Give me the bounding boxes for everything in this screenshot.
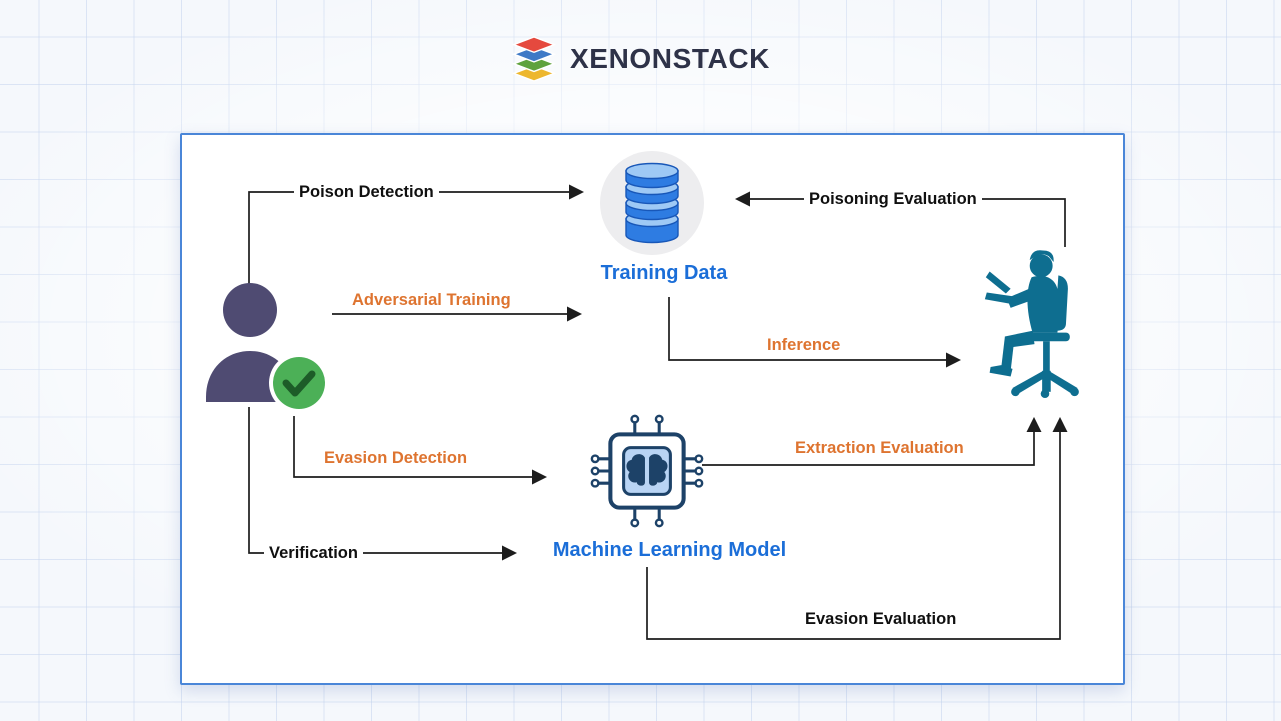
edge-label-verification: Verification [264, 543, 363, 563]
edge-label-inference: Inference [767, 336, 841, 354]
verified-user-icon [198, 281, 329, 416]
edge-evasion-detection [293, 416, 548, 485]
brand-header: XENONSTACK [0, 36, 1281, 82]
training-data-label: Training Data [600, 262, 728, 284]
edge-label-extraction-evaluation: Extraction Evaluation [795, 439, 964, 457]
brand-name: XENONSTACK [570, 43, 770, 74]
ml-chip-icon [588, 412, 706, 530]
attacker-icon [982, 245, 1087, 405]
edge-poison-detection [248, 184, 585, 287]
edge-label-adversarial-training: Adversarial Training [352, 291, 511, 309]
diagram-panel: Training Data [180, 133, 1125, 685]
edge-evasion-evaluation [646, 416, 1068, 640]
edge-verification [248, 407, 518, 561]
ml-model-label: Machine Learning Model [552, 539, 787, 561]
edge-inference [668, 297, 962, 368]
edge-extraction-evaluation [702, 416, 1042, 466]
edge-label-poison-detection: Poison Detection [294, 182, 439, 202]
edge-label-poisoning-evaluation: Poisoning Evaluation [804, 189, 982, 209]
xenonstack-logo-icon [511, 36, 557, 82]
edge-label-evasion-detection: Evasion Detection [324, 449, 468, 467]
edge-label-evasion-evaluation: Evasion Evaluation [805, 610, 957, 628]
database-icon [600, 151, 704, 255]
diagram-edges [248, 184, 1068, 640]
